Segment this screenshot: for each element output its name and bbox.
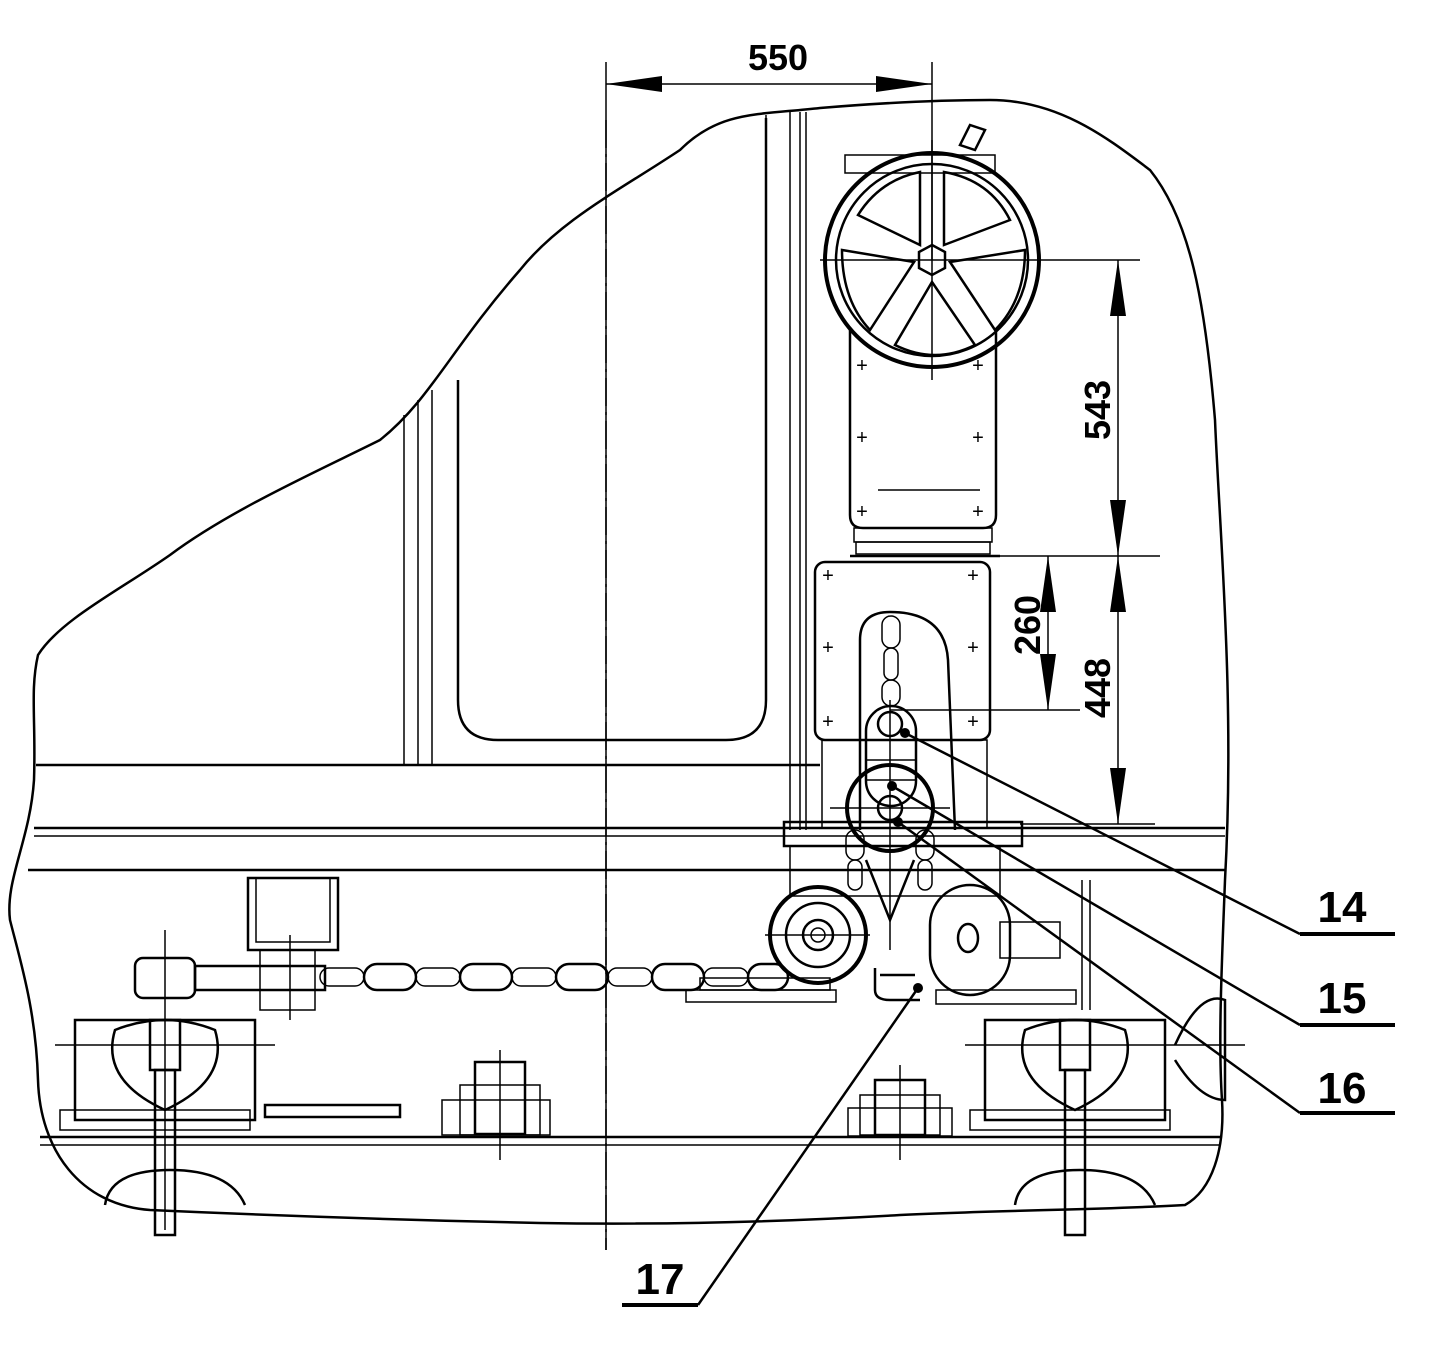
dimension-260-label: 260 <box>1007 595 1048 655</box>
callout-15: 15 <box>887 781 1395 1027</box>
svg-text:+: + <box>972 355 984 377</box>
svg-text:+: + <box>967 637 979 659</box>
svg-text:+: + <box>967 565 979 587</box>
break-outline <box>8 98 1230 1225</box>
gearbox-body: + + + + + + <box>848 330 1000 558</box>
horizontal-chain <box>319 962 790 992</box>
svg-text:+: + <box>972 427 984 449</box>
svg-text:+: + <box>822 637 834 659</box>
mounting-plate: + + + + + + <box>813 560 992 829</box>
handwheel <box>820 123 1140 380</box>
svg-text:+: + <box>856 501 868 523</box>
svg-text:+: + <box>967 711 979 733</box>
callout-17-label: 17 <box>636 1255 685 1304</box>
wheel-right <box>965 997 1245 1237</box>
svg-text:+: + <box>822 711 834 733</box>
callout-17: 17 <box>622 983 923 1307</box>
dimension-543: 543 <box>1000 260 1160 557</box>
dimension-448-label: 448 <box>1077 658 1118 718</box>
callout-16-label: 16 <box>1318 1064 1367 1113</box>
chain-hoist <box>830 610 990 950</box>
pulley-left <box>765 885 870 985</box>
frame-structure <box>28 112 1225 1146</box>
bottom-fittings <box>263 1050 953 1160</box>
dimension-550-label: 550 <box>748 37 808 78</box>
callout-14: 14 <box>900 728 1395 936</box>
wheel-left <box>55 1018 275 1237</box>
callout-16: 16 <box>893 817 1395 1115</box>
svg-text:+: + <box>822 565 834 587</box>
dimension-260: 260 <box>990 556 1080 711</box>
svg-text:+: + <box>856 355 868 377</box>
dimension-448: 448 <box>1020 556 1155 825</box>
dimension-543-label: 543 <box>1077 380 1118 440</box>
callout-15-label: 15 <box>1318 974 1367 1023</box>
callout-14-label: 14 <box>1318 883 1367 932</box>
svg-text:+: + <box>856 427 868 449</box>
svg-text:+: + <box>972 501 984 523</box>
left-tensioner <box>133 876 340 1230</box>
pulley-right <box>873 883 1061 1002</box>
